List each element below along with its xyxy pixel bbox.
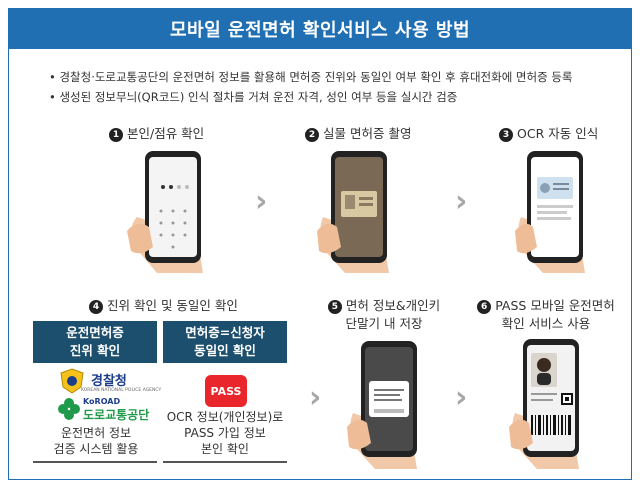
- step-3-label: 3 OCR 자동 인식: [499, 125, 598, 143]
- koroad-logo-subtext: 도로교통공단: [83, 408, 150, 422]
- step-6-text-line2: 확인 서비스 사용: [501, 316, 591, 331]
- identity-verification-desc: OCR 정보(개인정보)로 PASS 가입 정보 본인 확인: [163, 409, 287, 457]
- page-title: 모바일 운전면허 확인서비스 사용 방법: [9, 9, 631, 49]
- police-logo-subtext: KOREAN NATIONAL POLICE AGENCY: [81, 388, 162, 393]
- header-line: 면허증=신청자: [185, 325, 265, 340]
- step-number-badge: 2: [305, 128, 319, 142]
- summary-item: 생성된 정보무늬(QR코드) 인식 절차를 거쳐 운전 자격, 성인 여부 등을…: [49, 87, 573, 107]
- step-5-text-line2: 단말기 내 저장: [345, 316, 423, 331]
- infographic-frame: 모바일 운전면허 확인서비스 사용 방법 경찰청·도로교통공단의 운전면허 정보…: [8, 8, 632, 480]
- pass-logo: PASS: [205, 375, 247, 407]
- phone-hand-storage-illustration: [347, 341, 417, 469]
- phone-hand-auth-illustration: [127, 151, 203, 273]
- chevron-right-icon: ›: [455, 184, 468, 219]
- summary-item: 경찰청·도로교통공단의 운전면허 정보를 활용해 면허증 진위와 동일인 여부 …: [49, 67, 572, 87]
- step-number-badge: 6: [477, 300, 492, 314]
- header-line: 운전면허증: [66, 325, 124, 340]
- koroad-logo-text: KoROAD: [83, 397, 121, 406]
- header-line: 진위 확인: [69, 343, 121, 358]
- step-2-text: 실물 면허증 촬영: [323, 126, 412, 141]
- police-emblem-icon: [60, 368, 84, 394]
- chevron-right-icon: ›: [255, 184, 268, 219]
- chevron-right-icon: ›: [455, 380, 468, 415]
- step-1-text: 본인/점유 확인: [127, 126, 205, 141]
- step-4-text: 진위 확인 및 동일인 확인: [107, 298, 238, 313]
- license-verification-desc: 운전면허 정보 검증 시스템 활용: [49, 425, 143, 457]
- step-6-text-line1: PASS 모바일 운전면허: [495, 298, 615, 313]
- desc-line: PASS 가입 정보: [184, 426, 266, 440]
- divider: [163, 461, 287, 463]
- police-logo-text: 경찰청: [91, 374, 127, 389]
- step-1-label: 1 본인/점유 확인: [109, 125, 204, 143]
- step-3-text: OCR 자동 인식: [517, 126, 599, 141]
- desc-line: OCR 정보(개인정보)로: [166, 410, 284, 424]
- identity-verification-header: 면허증=신청자 동일인 확인: [163, 321, 287, 363]
- step-number-badge: 1: [109, 128, 123, 142]
- step-number-badge: 3: [499, 128, 513, 142]
- license-verification-header: 운전면허증 진위 확인: [33, 321, 157, 363]
- chevron-right-icon: ›: [309, 380, 322, 415]
- header-line: 동일인 확인: [194, 343, 256, 358]
- step-2-label: 2 실물 면허증 촬영: [305, 125, 411, 143]
- divider: [33, 461, 157, 463]
- step-5-text-line1: 면허 정보&개인키: [345, 298, 441, 313]
- step-number-badge: 5: [327, 300, 342, 314]
- desc-line: 운전면허 정보: [60, 426, 132, 440]
- desc-line: 본인 확인: [201, 442, 249, 456]
- phone-hand-license-illustration: [509, 339, 579, 469]
- summary-list: 경찰청·도로교통공단의 운전면허 정보를 활용해 면허증 진위와 동일인 여부 …: [49, 67, 573, 107]
- koroad-clover-icon: [58, 398, 80, 420]
- desc-line: 검증 시스템 활용: [53, 442, 139, 456]
- step-number-badge: 4: [89, 300, 103, 314]
- phone-hand-ocr-illustration: [515, 151, 585, 273]
- step-4-label: 4 진위 확인 및 동일인 확인: [89, 297, 238, 315]
- phone-hand-camera-illustration: [317, 151, 389, 273]
